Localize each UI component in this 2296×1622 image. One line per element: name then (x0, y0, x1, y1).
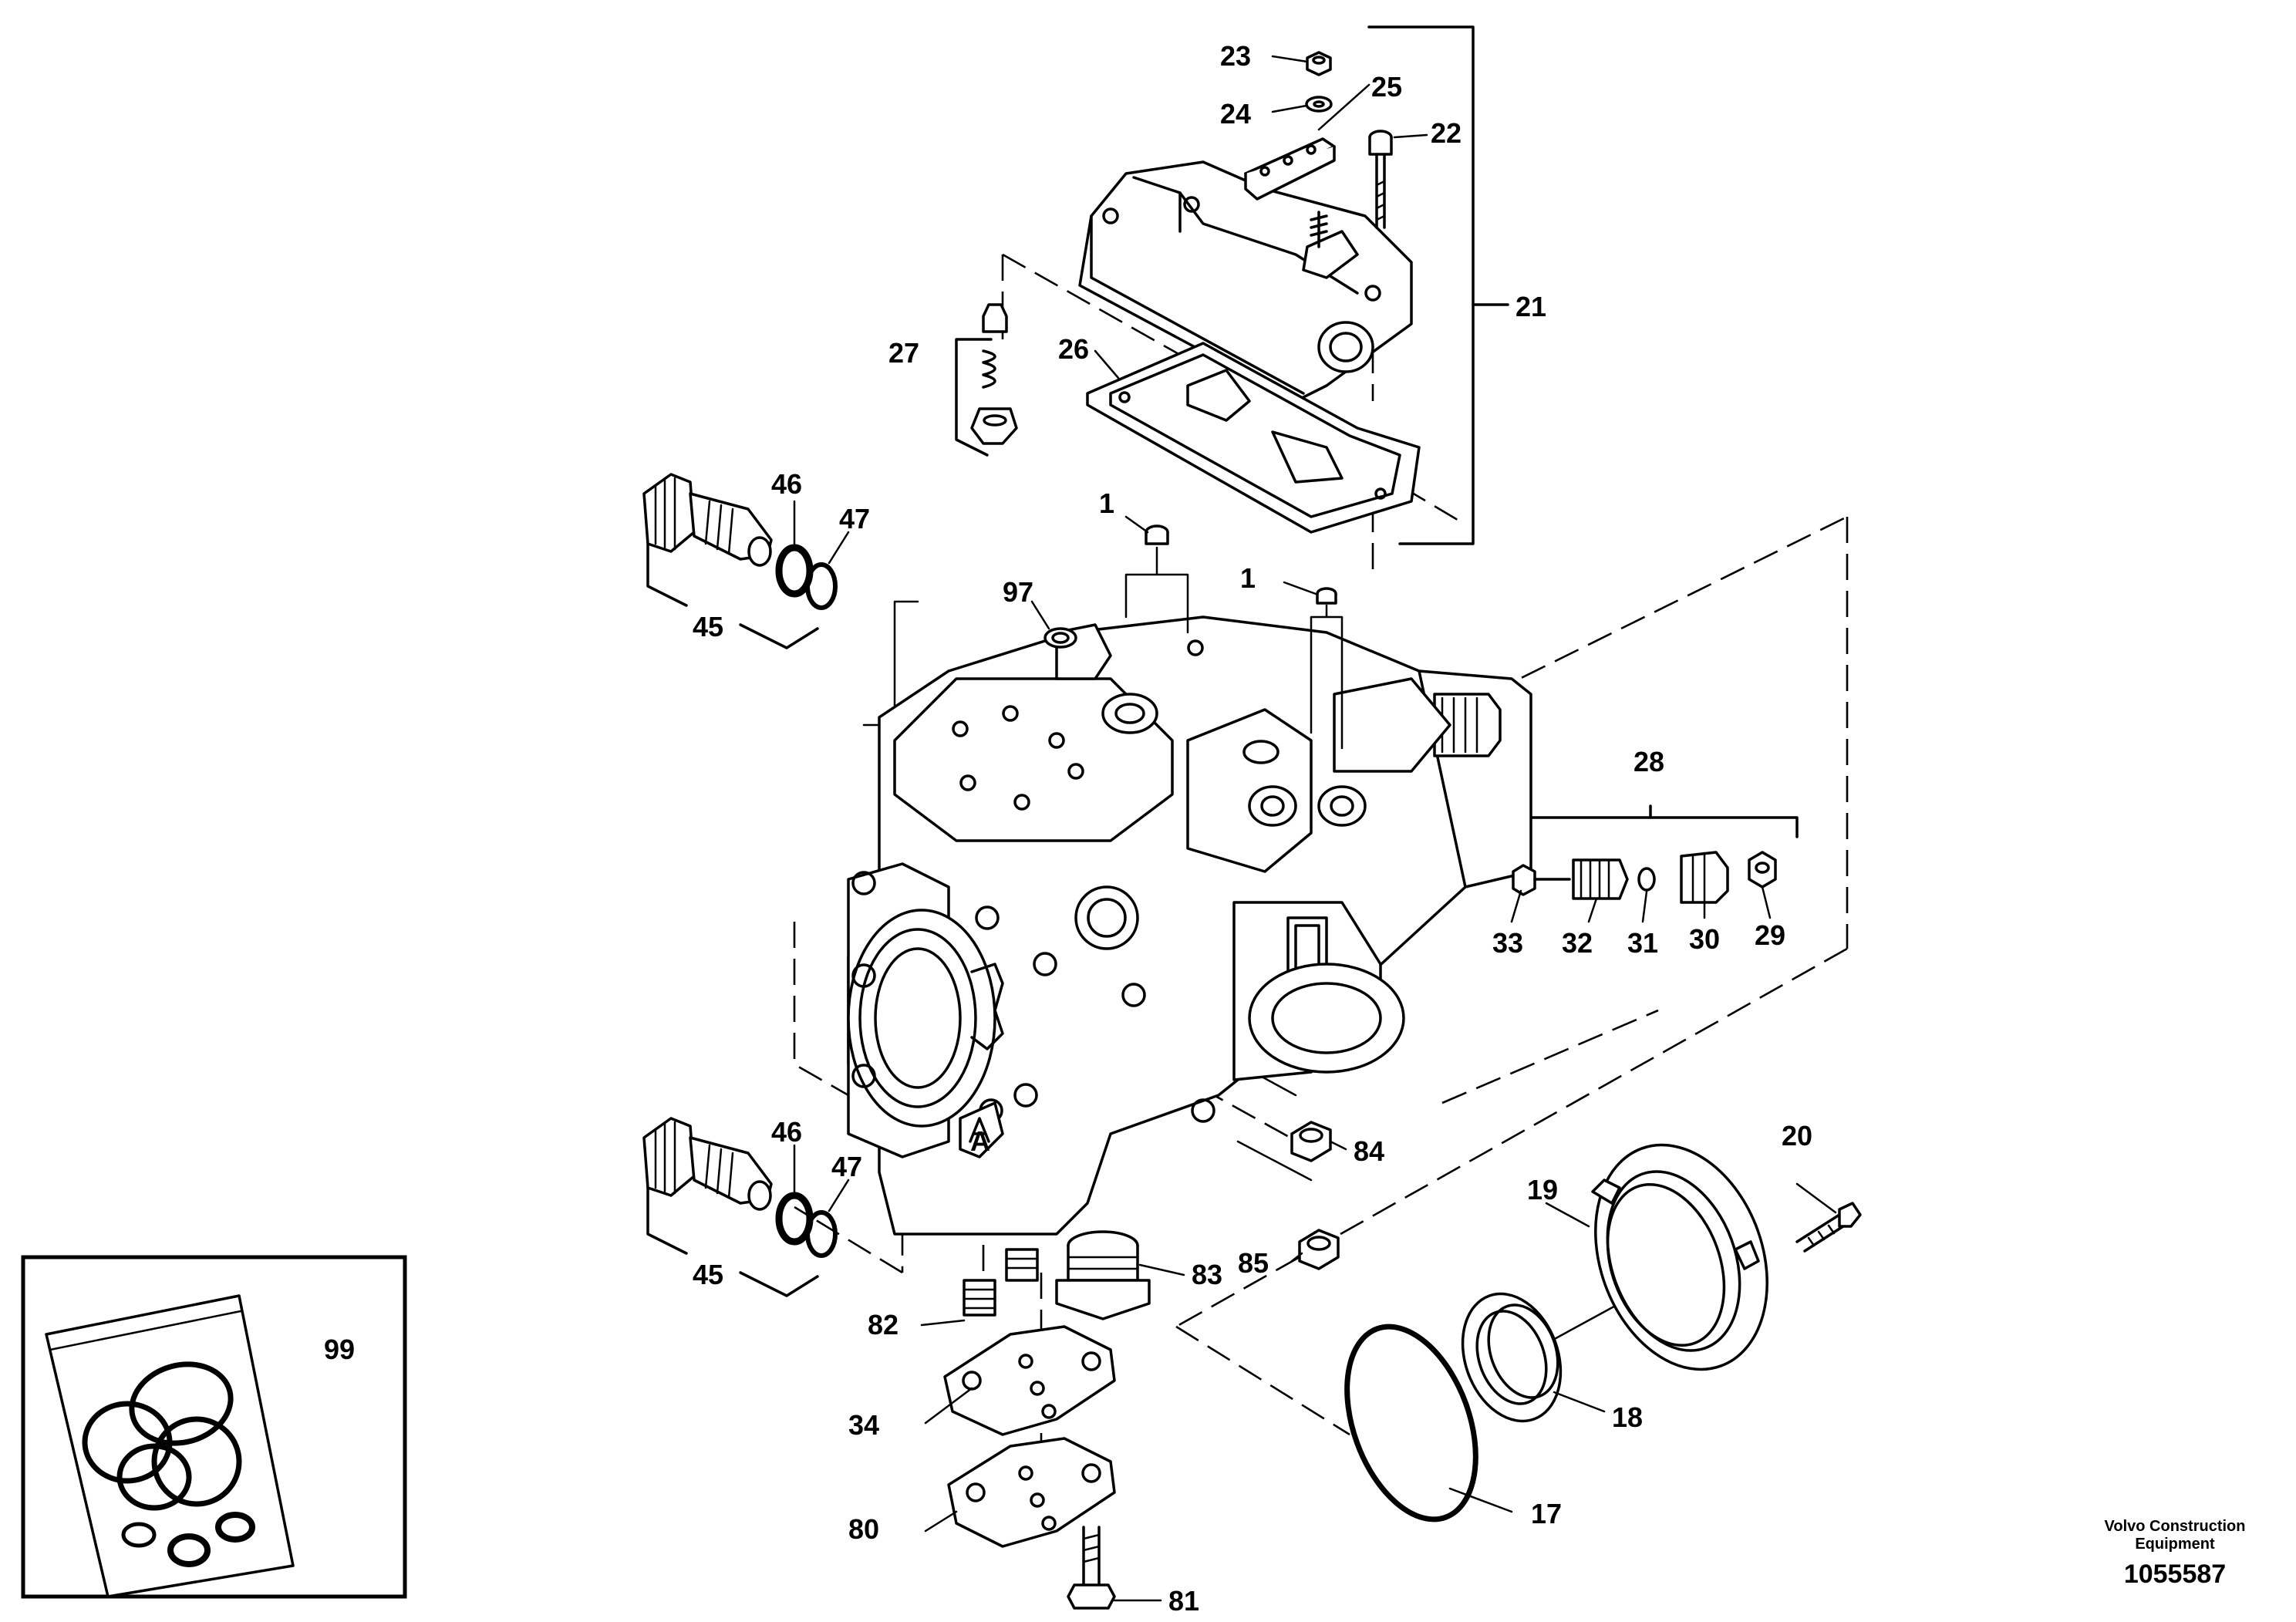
plug-82-b (1005, 1248, 1039, 1282)
ring-31 (1637, 867, 1656, 892)
plate-34 (943, 1325, 1116, 1436)
plate-25 (1244, 137, 1336, 201)
relief-valve-45-upper (642, 473, 773, 567)
oil-seal-18 (1461, 1292, 1563, 1423)
callout-32: 32 (1562, 927, 1593, 959)
plug-84 (1290, 1121, 1332, 1162)
leader-lines (249, 55, 1837, 1602)
nut-23 (1306, 51, 1332, 76)
washer-24 (1305, 96, 1333, 113)
backup-ring-47-upper (805, 562, 838, 610)
seal-cover-19 (1591, 1143, 1768, 1371)
main-pump-housing: A (847, 615, 1532, 1236)
brand-line-2: Equipment (2135, 1536, 2215, 1553)
o-ring-17 (1344, 1324, 1478, 1523)
callout-25: 25 (1371, 71, 1402, 103)
callout-99: 99 (324, 1334, 355, 1365)
callout-45-lower: 45 (693, 1259, 723, 1290)
housing-mark-a: A (970, 1125, 990, 1157)
callout-34: 34 (848, 1409, 879, 1441)
callout-47-upper: 47 (839, 503, 870, 534)
drawing-footer: Volvo Construction Equipment 1055587 (2105, 1518, 2246, 1589)
callout-29: 29 (1755, 919, 1785, 951)
callout-33: 33 (1492, 927, 1523, 959)
bolt-20 (1795, 1202, 1862, 1253)
nut-29 (1748, 851, 1777, 889)
callout-81: 81 (1168, 1585, 1199, 1617)
callout-46-lower: 46 (771, 1116, 802, 1148)
cover-80 (947, 1437, 1116, 1548)
o-ring-46-upper (775, 544, 814, 598)
plug-85 (1298, 1229, 1340, 1270)
callout-82: 82 (868, 1309, 899, 1340)
bolt-81 (1067, 1526, 1116, 1610)
callout-46-upper: 46 (771, 468, 802, 500)
screw-22 (1368, 130, 1393, 229)
adjuster-group-28 (1512, 851, 1777, 904)
check-valve-27 (970, 303, 1018, 445)
o-ring-46-lower (775, 1192, 814, 1246)
callout-47-lower: 47 (831, 1151, 862, 1182)
callout-labels: 23 24 25 22 21 26 27 46 47 45 1 1 97 28 … (324, 40, 1812, 1617)
callout-97: 97 (1003, 576, 1033, 608)
callout-85: 85 (1238, 1247, 1269, 1279)
plug-83 (1055, 1230, 1151, 1320)
callout-19: 19 (1527, 1174, 1558, 1206)
group-brackets (646, 25, 1799, 1297)
callout-22: 22 (1431, 117, 1462, 149)
callout-83: 83 (1192, 1259, 1222, 1290)
plug-1-a (1124, 524, 1189, 634)
plug-82-a (963, 1279, 996, 1317)
callout-23: 23 (1220, 40, 1251, 72)
callout-26: 26 (1058, 333, 1089, 365)
plug-97 (1043, 627, 1077, 649)
gasket-26 (1086, 342, 1421, 534)
callout-24: 24 (1220, 98, 1251, 130)
callout-45-upper: 45 (693, 611, 723, 642)
callout-31: 31 (1627, 927, 1658, 959)
brand-line-1: Volvo Construction (2105, 1518, 2246, 1535)
callout-21: 21 (1515, 291, 1546, 322)
callout-84: 84 (1354, 1135, 1384, 1167)
relief-valve-45-lower (642, 1117, 773, 1211)
callout-1-a: 1 (1099, 487, 1114, 519)
callout-30: 30 (1689, 923, 1720, 955)
seal-kit-inset (21, 1255, 407, 1599)
drawing-number: 1055587 (2124, 1560, 2226, 1589)
callout-1-b: 1 (1240, 562, 1256, 594)
callout-20: 20 (1782, 1120, 1812, 1152)
callout-28: 28 (1633, 746, 1664, 777)
callout-80: 80 (848, 1513, 879, 1545)
callout-17: 17 (1531, 1498, 1562, 1529)
plug-1-b (1310, 587, 1344, 750)
callout-18: 18 (1612, 1401, 1643, 1433)
part-33 (1512, 864, 1536, 896)
backup-ring-47-lower (805, 1210, 838, 1258)
callout-27: 27 (888, 337, 919, 369)
